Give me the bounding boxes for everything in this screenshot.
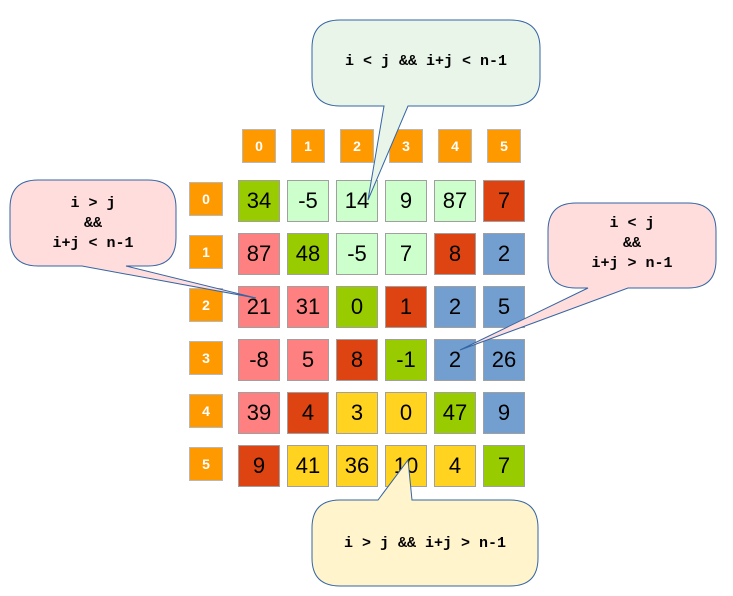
matrix-cell: 0	[336, 286, 378, 328]
matrix-cell: 87	[434, 180, 476, 222]
matrix-cell: -5	[336, 233, 378, 275]
matrix-cell: 9	[385, 180, 427, 222]
matrix-cell: 5	[483, 286, 525, 328]
matrix-cell: -1	[385, 339, 427, 381]
row-header: 4	[189, 394, 223, 428]
matrix-cell: 47	[434, 392, 476, 434]
row-header: 1	[189, 235, 223, 269]
matrix-cell: -8	[238, 339, 280, 381]
column-header: 1	[291, 129, 325, 163]
matrix-cell: 39	[238, 392, 280, 434]
column-header: 4	[438, 129, 472, 163]
matrix-cell: 7	[385, 233, 427, 275]
matrix-cell: 87	[238, 233, 280, 275]
matrix-cell: 9	[483, 392, 525, 434]
callout-right-text: i < j && i+j > n-1	[591, 215, 673, 272]
row-header: 0	[189, 182, 223, 216]
callout-left-bubble	[9, 179, 257, 299]
matrix-cell: 48	[287, 233, 329, 275]
matrix-cell: 31	[287, 286, 329, 328]
matrix-cell: 8	[434, 233, 476, 275]
column-header: 0	[242, 129, 276, 163]
matrix-cell: 1	[385, 286, 427, 328]
callout-top-bubble	[311, 19, 541, 201]
matrix-cell: 4	[287, 392, 329, 434]
matrix-cell: 41	[287, 445, 329, 487]
row-header: 2	[189, 288, 223, 322]
row-header: 3	[189, 341, 223, 375]
matrix-cell: 34	[238, 180, 280, 222]
matrix-cell: 2	[483, 233, 525, 275]
matrix-cell: 5	[287, 339, 329, 381]
row-header: 5	[189, 447, 223, 481]
callout-left-text: i > j && i+j < n-1	[52, 195, 134, 252]
matrix-cell: 3	[336, 392, 378, 434]
callout-bottom-bubble	[311, 458, 539, 587]
matrix-cell: 4	[434, 445, 476, 487]
column-header: 2	[340, 129, 374, 163]
matrix-cell: 9	[238, 445, 280, 487]
matrix-cell: 0	[385, 392, 427, 434]
matrix-cell: 8	[336, 339, 378, 381]
column-header: 5	[487, 129, 521, 163]
matrix-cell: -5	[287, 180, 329, 222]
matrix-cell: 21	[238, 286, 280, 328]
matrix-cell: 10	[385, 445, 427, 487]
callout-top-text: i < j && i+j < n-1	[344, 53, 508, 70]
callout-right-bubble	[459, 202, 717, 351]
matrix-cell: 26	[483, 339, 525, 381]
callout-bottom-text: i > j && i+j > n-1	[343, 535, 507, 552]
matrix-cell: 2	[434, 286, 476, 328]
matrix-cell: 7	[483, 445, 525, 487]
matrix-cell: 36	[336, 445, 378, 487]
matrix-cell: 7	[483, 180, 525, 222]
